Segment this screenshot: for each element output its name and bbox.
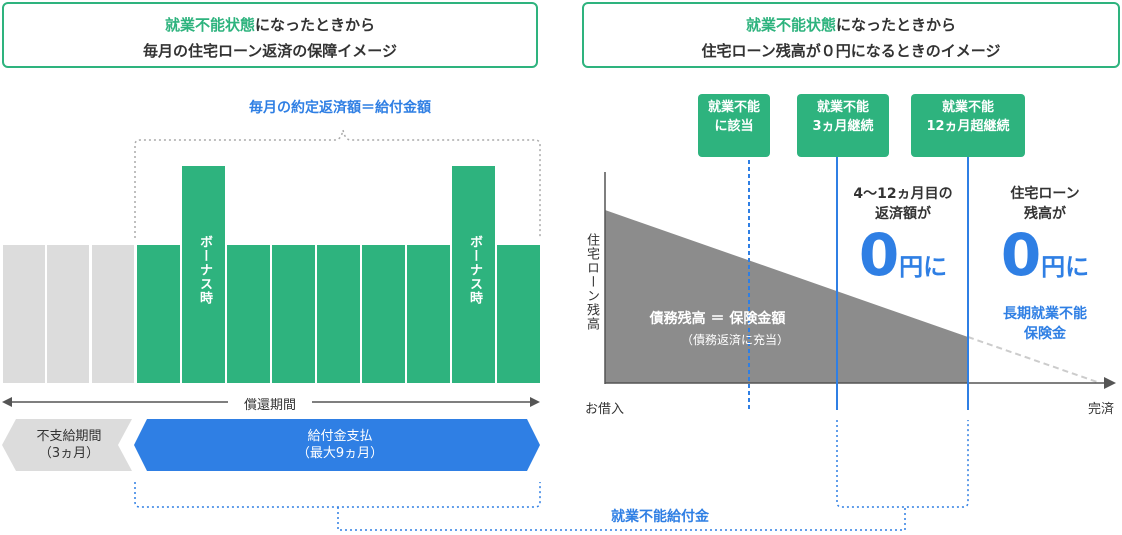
right-title-box: 就業不能状態になったときから 住宅ローン残高が０円になるときのイメージ xyxy=(582,2,1120,68)
pay-line1: 給付金支払 xyxy=(307,429,373,444)
debt-area xyxy=(605,210,968,383)
mid-line1: 4〜12ヵ月目の xyxy=(853,186,953,202)
brace-label: 毎月の約定返済額＝給付金額 xyxy=(249,100,431,116)
pay-bar-3 xyxy=(227,245,270,383)
period-label: 償還期間 xyxy=(243,398,296,413)
tag-12months-line2: 12ヵ月超継続 xyxy=(926,119,1010,134)
right-title-highlight: 就業不能状態 xyxy=(745,16,836,34)
bonus-label-1: ボーナス時 xyxy=(197,235,212,305)
pay-bar-1 xyxy=(137,245,180,383)
end-zero: 0円に xyxy=(980,222,1110,288)
bottom-connector-path xyxy=(337,507,906,531)
bottom-label: 就業不能給付金 xyxy=(560,506,760,526)
bonus-label-2: ボーナス時 xyxy=(467,235,482,305)
tag-12months: 就業不能 12ヵ月超継続 xyxy=(911,94,1025,157)
left-title-box: 就業不能状態になったときから 毎月の住宅ローン返済の保障イメージ xyxy=(2,2,538,68)
pay-bar-6 xyxy=(362,245,405,383)
x-end-label: 完済 xyxy=(1088,402,1115,417)
mid-text: 4〜12ヵ月目の 返済額が xyxy=(838,184,968,224)
nonpay-bar-1 xyxy=(3,245,45,383)
end-blue-line2: 保険金 xyxy=(1024,326,1066,342)
tag-3months-line1: 就業不能 xyxy=(816,100,869,115)
pay-bar-7 xyxy=(407,245,450,383)
area-label: 債務残高 ＝ 保険金額 xyxy=(649,311,786,327)
pay-line2: （最大9ヵ月） xyxy=(296,446,384,461)
end-line1: 住宅ローン xyxy=(1010,186,1080,202)
end-line2: 残高が xyxy=(1024,206,1066,222)
left-title-rest: になったときから xyxy=(255,16,376,34)
nonpay-line1: 不支給期間 xyxy=(36,429,102,444)
mid-zero-unit: 円に xyxy=(899,253,948,281)
tag-3months-line2: 3ヵ月継続 xyxy=(812,119,874,134)
mid-zero-big: 0 xyxy=(858,221,900,289)
y-axis-label: 住宅ローン残高 xyxy=(584,233,599,331)
nonpay-line2: （3ヵ月） xyxy=(38,446,100,461)
debt-dashed xyxy=(967,336,1101,384)
bottom-brace-right xyxy=(836,420,969,508)
bonus-bar-1 xyxy=(182,166,225,383)
right-title-line2: 住宅ローン残高が０円になるときのイメージ xyxy=(701,42,1001,60)
arrow-head-right xyxy=(530,397,540,407)
monthly-brace xyxy=(134,129,541,238)
pay-chevron xyxy=(134,419,540,471)
end-zero-unit: 円に xyxy=(1041,253,1090,281)
end-blue-text: 長期就業不能 保険金 xyxy=(980,304,1110,344)
pay-bar-9 xyxy=(497,245,540,383)
tag-eligible: 就業不能 に該当 xyxy=(698,94,770,157)
nonpay-chevron xyxy=(2,419,132,471)
mid-zero: 0円に xyxy=(838,222,968,288)
pay-bar-4 xyxy=(272,245,315,383)
bonus-bar-2 xyxy=(452,166,495,383)
left-diagram xyxy=(2,129,541,508)
tag-12months-line1: 就業不能 xyxy=(941,100,994,115)
area-sub-label: （債務返済に充当） xyxy=(680,333,789,347)
pay-label: 給付金支払 （最大9ヵ月） xyxy=(250,428,430,462)
end-zero-big: 0 xyxy=(1000,221,1042,289)
nonpay-bar-2 xyxy=(47,245,89,383)
x-start-label: お借入 xyxy=(585,402,625,417)
left-title-line2: 毎月の住宅ローン返済の保障イメージ xyxy=(143,42,397,60)
arrow-head-left xyxy=(2,397,12,407)
right-diagram xyxy=(604,153,1116,508)
nonpay-label: 不支給期間 （3ヵ月） xyxy=(14,428,124,462)
tag-3months: 就業不能 3ヵ月継続 xyxy=(797,94,889,157)
mid-line2: 返済額が xyxy=(875,206,931,222)
end-blue-line1: 長期就業不能 xyxy=(1003,306,1087,322)
end-text: 住宅ローン 残高が xyxy=(980,184,1110,224)
left-title-highlight: 就業不能状態 xyxy=(164,16,255,34)
right-title-rest: になったときから xyxy=(836,16,957,34)
nonpay-bar-3 xyxy=(92,245,134,383)
x-axis-arrow xyxy=(1104,377,1116,389)
pay-bar-5 xyxy=(317,245,360,383)
tag-eligible-line2: に該当 xyxy=(714,119,754,134)
tag-eligible-line1: 就業不能 xyxy=(707,100,760,115)
